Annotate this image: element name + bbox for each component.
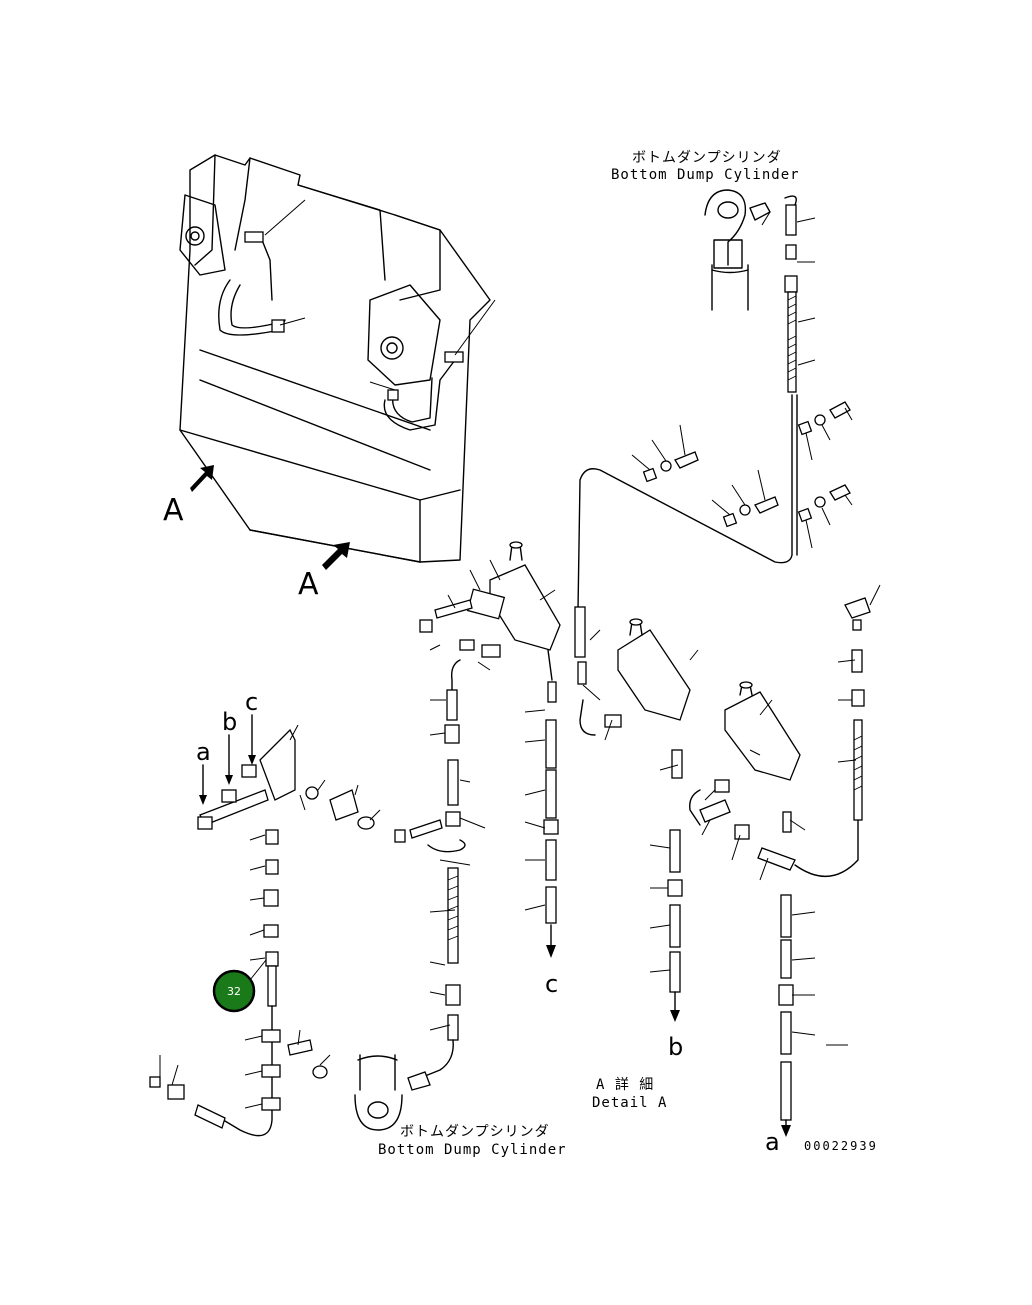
svg-text:Detail A: Detail A	[592, 1095, 667, 1111]
detail-a-label: A 詳 細 Detail A	[592, 1077, 667, 1111]
clamp-bolt-group-right	[797, 401, 853, 549]
svg-text:a: a	[196, 738, 211, 766]
long-hose-loop	[577, 394, 798, 611]
svg-text:Bottom Dump Cylinder: Bottom Dump Cylinder	[378, 1142, 567, 1158]
svg-text:A: A	[163, 493, 184, 528]
svg-text:A 詳 細: A 詳 細	[596, 1077, 654, 1093]
svg-text:a: a	[765, 1128, 780, 1156]
svg-text:ボトムダンプシリンダ: ボトムダンプシリンダ	[400, 1124, 550, 1140]
bucket-frame-assembly	[179, 154, 496, 563]
top-dump-cylinder	[704, 189, 816, 393]
callout-32[interactable]: 32	[212, 959, 267, 1013]
fittings-center-left	[394, 639, 501, 1079]
svg-text:A: A	[298, 567, 319, 602]
bottom-dump-cylinder	[354, 1054, 431, 1131]
left-fittings-column	[149, 829, 331, 1137]
left-manifold	[197, 724, 381, 830]
clamp-bolt-group-middle	[631, 424, 779, 528]
svg-text:b: b	[222, 708, 237, 736]
view-arrow-a-bottom: A	[298, 542, 350, 602]
bottom-cylinder-label: ボトムダンプシリンダ Bottom Dump Cylinder	[378, 1124, 567, 1158]
connector-arrows-abc: a b c	[196, 688, 258, 805]
top-cylinder-label: ボトムダンプシリンダ Bottom Dump Cylinder	[611, 150, 800, 183]
svg-text:c: c	[245, 688, 258, 716]
svg-text:c: c	[545, 970, 558, 998]
column-to-c: c	[524, 709, 559, 998]
drawing-code: 00022939	[804, 1139, 878, 1153]
svg-text:Bottom Dump Cylinder: Bottom Dump Cylinder	[611, 167, 800, 183]
valve-block-right: a	[699, 584, 881, 1156]
valve-block-middle: b	[574, 606, 701, 1061]
valve-block-center	[419, 541, 561, 703]
view-arrow-a-left: A	[163, 465, 214, 528]
svg-text:ボトムダンプシリンダ: ボトムダンプシリンダ	[632, 150, 782, 166]
svg-text:32: 32	[227, 985, 241, 998]
svg-text:b: b	[668, 1033, 683, 1061]
